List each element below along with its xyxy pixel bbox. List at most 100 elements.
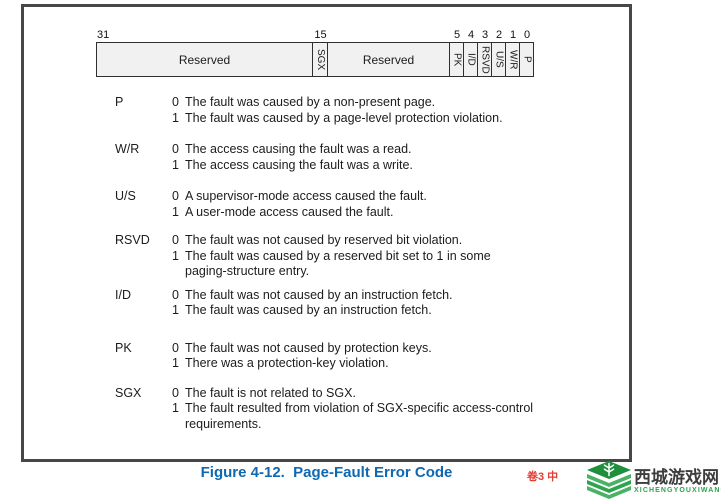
figure-caption: Figure 4-12. Page-Fault Error Code — [200, 464, 453, 481]
register-field-label: SGX — [313, 42, 328, 77]
register-field-label: PK — [450, 42, 464, 77]
bit-number: 5 — [453, 29, 461, 41]
field-lines: 0 A supervisor-mode access caused the fau… — [172, 189, 620, 220]
bit-description: A supervisor-mode access caused the faul… — [185, 189, 427, 203]
description-line: 0 The fault was not caused by reserved bi… — [172, 233, 620, 249]
description-line: requirements. — [172, 417, 620, 433]
bit-number: 3 — [481, 29, 489, 41]
register-field-label: W/R — [506, 42, 520, 77]
site-watermark: 西城游戏网 XICHENGYOUXIWANG — [587, 461, 721, 501]
field-descriptions: P 0 The fault was caused by a non-present … — [115, 95, 620, 448]
field-row: W/R 0 The access causing the fault was a r… — [115, 142, 620, 173]
bit-value — [172, 417, 185, 433]
register-field-label: I/D — [464, 42, 478, 77]
register-field-label: U/S — [492, 42, 506, 77]
description-line: 0 The fault was not caused by an instruct… — [172, 288, 620, 304]
bit-number: 2 — [495, 29, 503, 41]
bit-number: 1 — [509, 29, 517, 41]
description-line: 0 The access causing the fault was a read… — [172, 142, 620, 158]
bit-value: 1 — [172, 204, 179, 219]
watermark-site-name: 西城游戏网 — [634, 468, 719, 487]
bit-description: The fault was caused by a reserved bit s… — [185, 248, 491, 263]
bit-description: The fault was not caused by reserved bit… — [185, 233, 463, 247]
bit-value: 0 — [172, 142, 179, 156]
bit-value: 0 — [172, 95, 179, 109]
description-line: 0 The fault was caused by a non-present p… — [172, 95, 620, 111]
description-line: paging-structure entry. — [172, 264, 620, 280]
bit-description: The fault resulted from violation of SGX… — [185, 401, 534, 415]
field-lines: 0 The fault was not caused by an instruct… — [172, 288, 620, 319]
field-name: I/D — [115, 287, 131, 302]
register-field-label: Reserved — [328, 42, 450, 77]
bit-description: A user-mode access caused the fault. — [185, 204, 394, 219]
field-lines: 0 The access causing the fault was a read… — [172, 142, 620, 173]
description-line: 0 The fault is not related to SGX. — [172, 386, 620, 402]
bit-value: 0 — [172, 340, 179, 355]
description-line: 0 A supervisor-mode access caused the fau… — [172, 189, 620, 205]
bit-value: 1 — [172, 303, 179, 317]
field-row: PK 0 The fault was not caused by protectio… — [115, 341, 620, 372]
bit-value: 1 — [172, 248, 179, 263]
bit-value: 1 — [172, 356, 179, 370]
field-lines: 0 The fault was caused by a non-present p… — [172, 95, 620, 126]
bit-description: requirements. — [185, 416, 262, 431]
bit-description: The access causing the fault was a write… — [185, 157, 413, 172]
field-lines: 0 The fault was not caused by reserved bi… — [172, 233, 620, 280]
watermark-site-latin: XICHENGYOUXIWANG — [634, 487, 721, 494]
bit-value: 1 — [172, 401, 179, 415]
bit-value — [172, 264, 185, 280]
field-name: P — [115, 95, 124, 109]
field-row: P 0 The fault was caused by a non-present … — [115, 95, 620, 126]
bit-description: The fault was not caused by an instructi… — [185, 287, 453, 302]
bit-value: 1 — [172, 110, 179, 125]
field-row: RSVD 0 The fault was not caused by reserve… — [115, 233, 620, 280]
field-lines: 0 The fault is not related to SGX. 1 The fa… — [172, 386, 620, 433]
description-line: 0 The fault was not caused by protection … — [172, 341, 620, 357]
bit-value: 0 — [172, 189, 179, 203]
register-field-label: RSVD — [478, 42, 492, 77]
register-field-label: Reserved — [96, 42, 313, 77]
bit-description: The fault was caused by an instruction f… — [185, 303, 432, 317]
field-name: U/S — [115, 189, 136, 203]
bit-description: The fault was caused by a page-level pro… — [185, 110, 503, 125]
field-name: PK — [115, 340, 132, 355]
bit-number: 31 — [97, 29, 110, 41]
watermark-text: 西城游戏网 XICHENGYOUXIWANG — [634, 468, 721, 495]
description-line: 1 The fault was caused by a reserved bit … — [172, 249, 620, 265]
bit-number: 0 — [523, 29, 531, 41]
field-name: W/R — [115, 142, 140, 156]
field-name: RSVD — [115, 233, 150, 247]
bit-number: 15 — [314, 29, 327, 41]
description-line: 1 The fault resulted from violation of SG… — [172, 401, 620, 417]
bit-value: 0 — [172, 287, 179, 302]
bit-value: 1 — [172, 157, 179, 172]
bit-value: 0 — [172, 385, 179, 400]
register-cell-reserved: Reserved — [328, 28, 450, 77]
field-row: U/S 0 A supervisor-mode access caused the … — [115, 189, 620, 220]
bit-description: The fault was caused by a non-present pa… — [185, 95, 436, 109]
volume-note: 卷3 中 — [527, 471, 559, 483]
field-lines: 0 The fault was not caused by protection … — [172, 341, 620, 372]
bit-number: 4 — [467, 29, 475, 41]
description-line: 1 The fault was caused by an instruction … — [172, 303, 620, 319]
wheat-stack-logo-icon — [587, 461, 631, 499]
bit-description: The access causing the fault was a read. — [185, 142, 412, 156]
field-row: I/D 0 The fault was not caused by an instr… — [115, 288, 620, 319]
bit-description: The fault was not caused by protection k… — [185, 340, 432, 355]
bit-value: 0 — [172, 233, 179, 247]
description-line: 1 A user-mode access caused the fault. — [172, 205, 620, 221]
description-line: 1 The access causing the fault was a writ… — [172, 158, 620, 174]
description-line: 1 The fault was caused by a page-level pr… — [172, 111, 620, 127]
bit-description: The fault is not related to SGX. — [185, 385, 356, 400]
